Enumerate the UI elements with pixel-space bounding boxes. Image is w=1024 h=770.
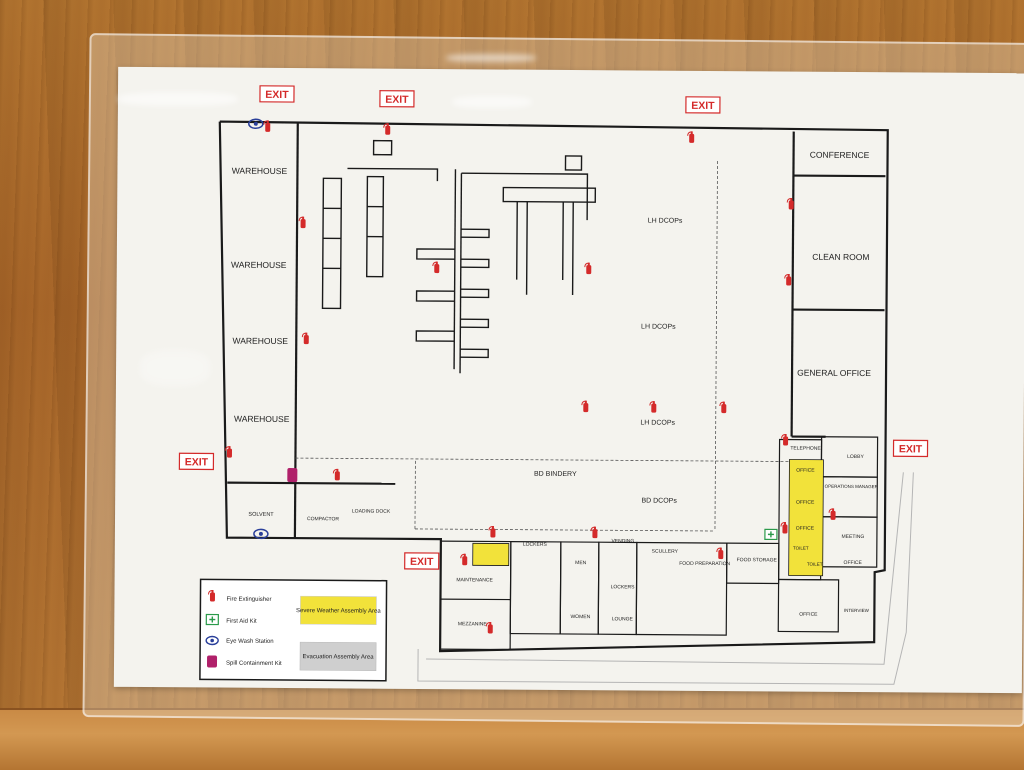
fire-extinguisher-icon bbox=[781, 522, 788, 534]
room-label-lockers: LOCKERS bbox=[523, 542, 548, 548]
fire-extinguisher-icon bbox=[302, 333, 309, 345]
fire-extinguisher-icon bbox=[720, 402, 727, 414]
legend-eye-wash-station: Eye Wash Station bbox=[226, 639, 274, 645]
room-label-toilet: TOILET bbox=[807, 562, 823, 567]
fire-extinguisher-icon bbox=[650, 401, 657, 413]
fire-extinguisher-icon bbox=[433, 262, 440, 274]
room-label-clean-room: CLEAN ROOM bbox=[812, 252, 869, 262]
room-label-vending: VENDING bbox=[611, 538, 634, 544]
svg-text:EXIT: EXIT bbox=[185, 456, 209, 468]
room-label-lh-dcops: LH DCOPs bbox=[641, 323, 676, 330]
fire-extinguisher-icon bbox=[582, 401, 589, 413]
exit-sign: EXIT bbox=[686, 97, 720, 113]
legend-first-aid-kit: First Aid Kit bbox=[226, 619, 257, 625]
spill-kit-icon bbox=[287, 468, 297, 482]
machinery-lines bbox=[322, 140, 596, 374]
room-labels: WAREHOUSE WAREHOUSE WAREHOUSE WAREHOUSE … bbox=[229, 146, 881, 631]
fire-extinguisher-icon bbox=[585, 263, 592, 275]
room-label-lockers: LOCKERS bbox=[611, 584, 636, 590]
room-label-scullery: SCULLERY bbox=[652, 549, 679, 555]
fire-extinguisher-icon bbox=[785, 274, 792, 286]
glare bbox=[140, 350, 210, 386]
exit-sign: EXIT bbox=[893, 440, 927, 456]
fire-extinguisher-icon bbox=[489, 526, 496, 538]
legend: Fire Extinguisher First Aid Kit Eye Wash… bbox=[200, 579, 387, 680]
room-label-food-preparation: FOOD PREPARATION bbox=[679, 561, 730, 567]
room-label-warehouse: WAREHOUSE bbox=[231, 260, 287, 270]
room-label-lh-dcops: LH DCOPs bbox=[640, 419, 675, 426]
fire-extinguisher-icon bbox=[591, 527, 598, 539]
room-label-women: WOMEN bbox=[570, 614, 590, 620]
glare bbox=[118, 92, 238, 106]
room-label-office: OFFICE bbox=[796, 468, 815, 474]
room-label-warehouse: WAREHOUSE bbox=[232, 166, 288, 176]
svg-text:EXIT: EXIT bbox=[899, 443, 923, 455]
room-label-warehouse: WAREHOUSE bbox=[234, 414, 290, 424]
first-aid-icon bbox=[206, 614, 218, 624]
exit-sign: EXIT bbox=[260, 86, 294, 102]
fire-extinguisher-icon bbox=[333, 469, 340, 481]
exit-sign: EXIT bbox=[405, 553, 439, 569]
room-label-food-storage: FOOD STORAGE bbox=[737, 557, 778, 563]
first-aid-icon bbox=[765, 529, 777, 539]
evacuation-map-sheet: EXIT EXIT EXIT EXIT EXIT EXIT WAREHOUSE … bbox=[114, 67, 1024, 693]
room-label-general-office: GENERAL OFFICE bbox=[797, 368, 871, 379]
room-label-conference: CONFERENCE bbox=[810, 150, 870, 160]
room-label-office: OFFICE bbox=[844, 560, 863, 566]
room-label-compactor: COMPACTOR bbox=[307, 516, 339, 522]
room-label-maintenance: MAINTENANCE bbox=[456, 577, 493, 583]
legend-evacuation: Evacuation Assembly Area bbox=[303, 654, 375, 661]
legend-fire-extinguisher: Fire Extinguisher bbox=[226, 597, 271, 603]
room-label-bd-dcops: BD DCOPs bbox=[641, 498, 677, 505]
room-label-lobby: LOBBY bbox=[847, 454, 864, 460]
eye-wash-stations bbox=[246, 119, 271, 538]
floor-plan: EXIT EXIT EXIT EXIT EXIT EXIT WAREHOUSE … bbox=[114, 67, 1024, 693]
room-label-meeting: MEETING bbox=[841, 534, 864, 540]
fire-extinguisher-icon bbox=[299, 217, 306, 229]
room-label-lh-dcops: LH DCOPs bbox=[648, 218, 683, 225]
exit-sign: EXIT bbox=[179, 453, 213, 469]
fire-extinguisher-icon bbox=[461, 554, 468, 566]
legend-severe-weather: Severe Weather Assembly Area bbox=[296, 608, 381, 615]
glare bbox=[446, 54, 536, 62]
eye-wash-icon bbox=[249, 119, 263, 128]
room-label-solvent: SOLVENT bbox=[248, 512, 274, 518]
fire-extinguisher-icon bbox=[717, 548, 724, 560]
room-label-toilet: TOILET bbox=[793, 546, 809, 551]
room-label-operations-manager: OPERATIONS MANAGER bbox=[825, 484, 879, 489]
glare bbox=[452, 96, 532, 108]
room-label-office: OFFICE bbox=[796, 500, 815, 506]
room-label-interview: INTERVIEW bbox=[844, 608, 870, 613]
room-label-office: OFFICE bbox=[799, 612, 818, 618]
svg-text:EXIT: EXIT bbox=[265, 89, 289, 101]
legend-spill-containment-kit: Spill Containment Kit bbox=[226, 661, 282, 667]
fire-extinguisher-icon bbox=[486, 622, 493, 634]
svg-text:EXIT: EXIT bbox=[385, 94, 409, 106]
fire-extinguisher-icon bbox=[384, 123, 391, 135]
room-label-lounge: LOUNGE bbox=[612, 616, 634, 622]
svg-text:EXIT: EXIT bbox=[691, 100, 715, 112]
room-label-warehouse: WAREHOUSE bbox=[233, 336, 289, 346]
spill-kit-icon bbox=[207, 655, 217, 667]
fire-extinguisher-icon bbox=[829, 508, 836, 520]
room-label-bd-bindery: BD BINDERY bbox=[534, 471, 577, 478]
room-label-men: MEN bbox=[575, 560, 587, 566]
room-label-mezzanine: MEZZANINE bbox=[458, 621, 488, 627]
exit-sign: EXIT bbox=[380, 91, 414, 107]
room-label-loading-dock: LOADING DOCK bbox=[352, 508, 391, 514]
svg-text:EXIT: EXIT bbox=[410, 556, 434, 568]
room-label-telephone: TELEPHONE bbox=[790, 446, 821, 452]
room-label-office: OFFICE bbox=[796, 526, 815, 532]
fire-extinguisher-icon bbox=[688, 131, 695, 143]
